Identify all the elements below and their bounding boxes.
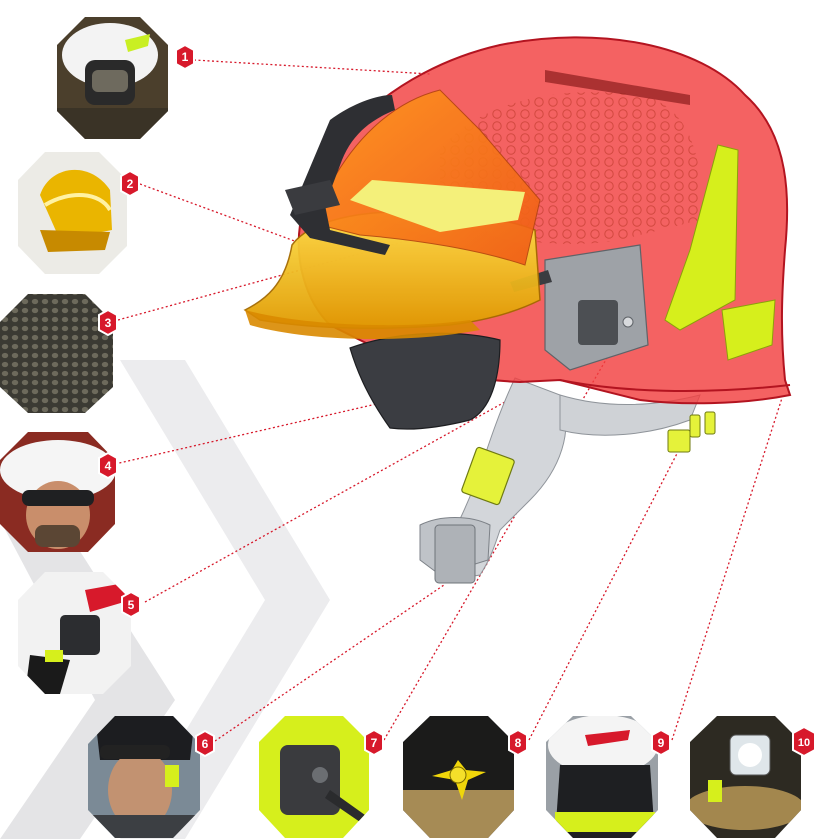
callout-number: 8 bbox=[515, 736, 522, 750]
leader-line-1 bbox=[193, 59, 431, 75]
callout-4[interactable]: 4 bbox=[0, 432, 118, 552]
badge-hexagon bbox=[121, 590, 141, 619]
callout-5[interactable]: 5 bbox=[18, 572, 141, 694]
firefighter-helmet-exploded-icon bbox=[243, 36, 792, 584]
callout-2[interactable]: 2 bbox=[18, 152, 140, 274]
callout-9[interactable]: 9 bbox=[546, 715, 671, 838]
callout-3[interactable]: 3 bbox=[0, 294, 118, 413]
callout-number: 1 bbox=[182, 50, 189, 64]
badge-hexagon bbox=[651, 728, 671, 757]
hi-vis-panel-lower bbox=[721, 299, 776, 361]
callout-number: 9 bbox=[658, 736, 665, 750]
eye-shield bbox=[349, 332, 501, 430]
helmet-shell-photo-icon bbox=[57, 17, 168, 139]
mesh-liner-photo-icon bbox=[0, 294, 113, 413]
adjustment-knob-photo-icon bbox=[403, 716, 514, 838]
gold-visor-brim bbox=[245, 310, 480, 340]
hi-vis-panel-rear bbox=[664, 144, 739, 331]
callout-1[interactable]: 1 bbox=[57, 17, 195, 139]
badge-hexagon bbox=[195, 729, 215, 758]
visor-frame bbox=[290, 95, 395, 255]
rear-adjust-clips bbox=[667, 411, 716, 453]
strap-end-block bbox=[434, 524, 476, 584]
chevron-shape bbox=[120, 360, 330, 839]
callout-7[interactable]: 7 bbox=[259, 716, 384, 838]
callout-number: 7 bbox=[371, 736, 378, 750]
badge-hexagon bbox=[792, 725, 816, 758]
leader-line-6 bbox=[214, 584, 445, 742]
badge-hexagon bbox=[364, 728, 384, 757]
badge-hexagon bbox=[98, 308, 118, 337]
callout-number: 5 bbox=[128, 598, 135, 612]
orange-visor-highlight bbox=[350, 180, 525, 232]
badge-hexagon bbox=[120, 169, 140, 198]
leader-line-8 bbox=[528, 439, 685, 741]
visor-pivot bbox=[285, 180, 340, 215]
callout-number: 10 bbox=[798, 737, 810, 749]
callout-number: 3 bbox=[105, 316, 112, 330]
callout-number: 4 bbox=[105, 459, 112, 473]
strap-buckle bbox=[461, 446, 515, 506]
bracket-plate bbox=[578, 300, 618, 345]
callout-number: 2 bbox=[127, 177, 134, 191]
bracket-screw bbox=[622, 316, 634, 328]
side-mount-adapter-photo-icon bbox=[18, 572, 131, 694]
callout-8[interactable]: 8 bbox=[403, 716, 528, 838]
neck-protector-photo-icon bbox=[546, 716, 658, 838]
shell-rim bbox=[559, 379, 791, 392]
badge-hexagon bbox=[508, 728, 528, 757]
helmet-light-photo-icon bbox=[690, 716, 801, 838]
badge-hexagon bbox=[175, 43, 195, 71]
chin-strap-photo-icon bbox=[88, 716, 200, 838]
lamp-connector-photo-icon bbox=[259, 716, 369, 838]
gold-visor-photo-icon bbox=[18, 152, 127, 274]
leader-line-9 bbox=[671, 397, 783, 741]
callout-number: 6 bbox=[202, 737, 209, 751]
badge-hexagon bbox=[98, 451, 118, 480]
callout-6[interactable]: 6 bbox=[88, 716, 215, 838]
eye-protection-photo-icon bbox=[0, 432, 115, 552]
shell-top-slot bbox=[545, 70, 690, 105]
callout-10[interactable]: 10 bbox=[685, 716, 816, 838]
leader-line-2 bbox=[139, 183, 301, 244]
